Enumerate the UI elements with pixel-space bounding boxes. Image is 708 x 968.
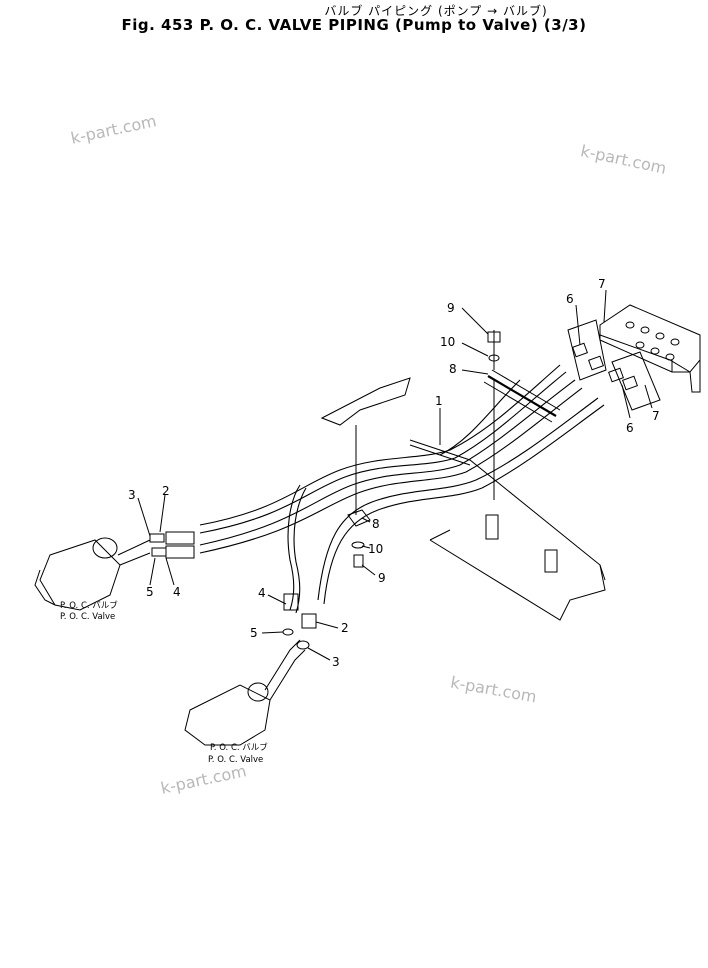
- connector-fittings: [572, 342, 638, 391]
- callout-9: 9: [378, 571, 386, 585]
- valve-label-jp: P. O. C. バルブ: [60, 600, 118, 611]
- callout-4: 4: [173, 585, 181, 599]
- center-bracket: [347, 509, 371, 568]
- frame: [320, 377, 606, 621]
- callout-5: 5: [146, 585, 154, 599]
- callout-3: 3: [128, 488, 136, 502]
- callout-8: 8: [449, 362, 457, 376]
- callout-1: 1: [435, 394, 443, 408]
- callout-10: 10: [440, 335, 455, 349]
- hose-clamp: [483, 330, 561, 500]
- callout-9: 9: [447, 301, 455, 315]
- callout-8: 8: [372, 517, 380, 531]
- valve-label-en: P. O. C. Valve: [208, 755, 263, 765]
- callout-10: 10: [368, 542, 383, 556]
- poc-valve-upper: [34, 531, 195, 611]
- callout-7: 7: [598, 277, 606, 291]
- callout-4: 4: [258, 586, 266, 600]
- callout-6: 6: [626, 421, 634, 435]
- callout-3: 3: [332, 655, 340, 669]
- callout-2: 2: [162, 484, 170, 498]
- valve-label-en: P. O. C. Valve: [60, 612, 115, 622]
- hose-bundle: [199, 364, 605, 614]
- figure-title: Fig. 453 P. O. C. VALVE PIPING (Pump to …: [121, 16, 587, 34]
- callout-2: 2: [341, 621, 349, 635]
- valve-block: [599, 304, 701, 393]
- figure-title-japanese: バルブ パイピング (ポンプ → バルブ): [324, 4, 548, 18]
- gasket-plates: [567, 319, 661, 411]
- valve-label-jp: P. O. C. バルブ: [210, 742, 268, 753]
- leader-lines: [137, 289, 653, 661]
- callout-7: 7: [652, 409, 660, 423]
- callout-6: 6: [566, 292, 574, 306]
- poc-valve-lower: [184, 593, 317, 746]
- callout-5: 5: [250, 626, 258, 640]
